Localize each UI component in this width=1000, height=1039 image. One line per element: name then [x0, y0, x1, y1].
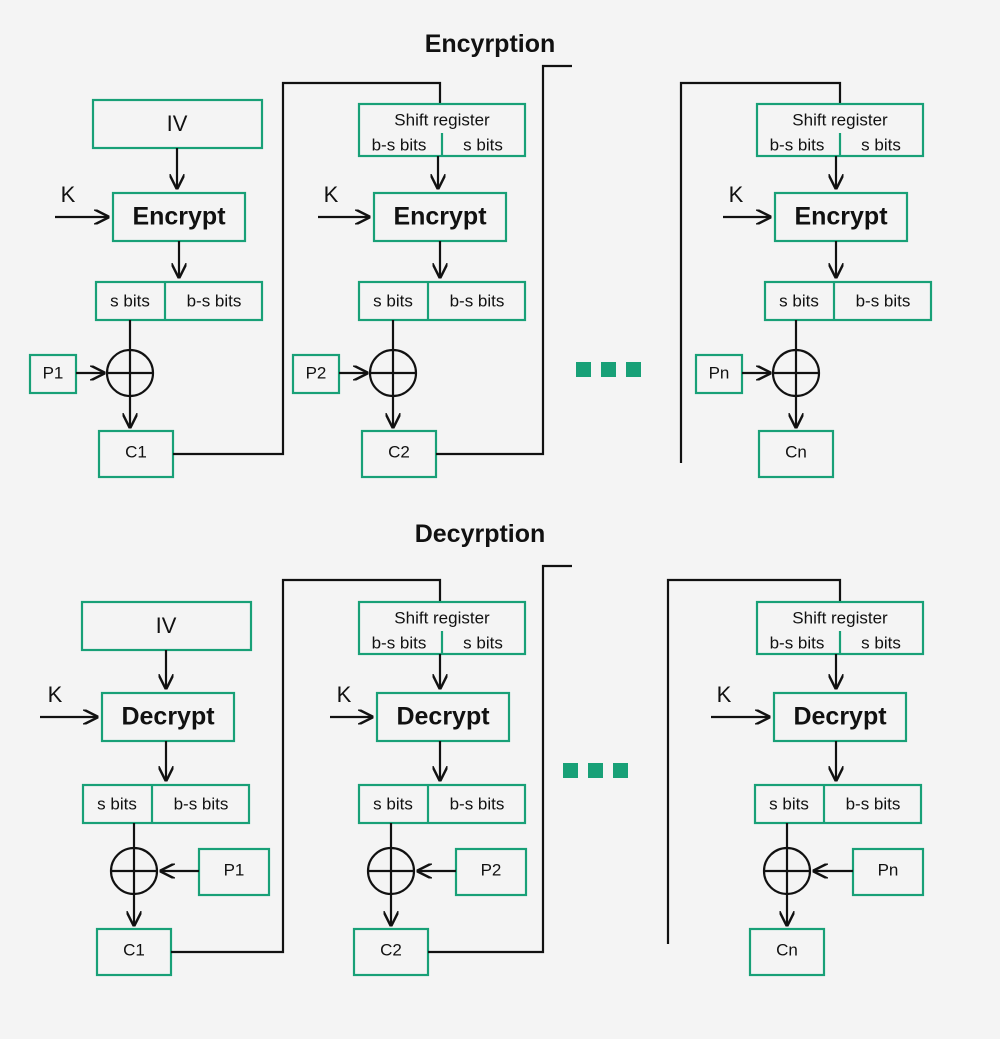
ellipsis-square-enc-1: [576, 362, 591, 377]
cipher-box-dec-n: [748, 927, 826, 977]
key-label-dec-2: K: [337, 682, 352, 707]
feedback-wire-enc-in-n: [679, 81, 842, 463]
shift-right-label-enc-2: s bits: [463, 135, 503, 154]
ellipsis-square-enc-3: [626, 362, 641, 377]
out-box-dec-2: [357, 783, 527, 825]
out-right-label-enc-1: b-s bits: [187, 291, 242, 310]
plaintext-label-dec-n: Pn: [878, 860, 899, 879]
shift-left-label-enc-2: b-s bits: [372, 135, 427, 154]
key-label-enc-n: K: [729, 182, 744, 207]
shift-right-label-dec-n: s bits: [861, 633, 901, 652]
decrypt-label-n: Decrypt: [793, 703, 887, 731]
out-left-label-dec-1: s bits: [97, 794, 137, 813]
shift-left-label-dec-2: b-s bits: [372, 633, 427, 652]
cipher-box-dec-2: [352, 927, 430, 977]
shift-register-title-enc-2: Shift register: [394, 110, 490, 129]
ellipsis-square-enc-2: [601, 362, 616, 377]
plaintext-box-enc-n: [694, 353, 744, 395]
encrypt-box-2: [372, 191, 508, 243]
decrypt-box-n: [772, 691, 908, 743]
out-box-enc-1: [94, 280, 264, 322]
plaintext-label-dec-2: P2: [481, 860, 502, 879]
out-left-label-dec-2: s bits: [373, 794, 413, 813]
iv-label-enc: IV: [167, 111, 188, 136]
shift-register-title-dec-n: Shift register: [792, 608, 888, 627]
dec-col-2: Shift register b-s bits s bits Decrypt K…: [330, 564, 572, 977]
dec-col-n: Shift register b-s bits s bits Decrypt K…: [666, 578, 925, 977]
enc-col-2: Shift register b-s bits s bits Encrypt K…: [291, 64, 572, 479]
shift-right-label-dec-2: s bits: [463, 633, 503, 652]
shift-left-label-enc-n: b-s bits: [770, 135, 825, 154]
feedback-wire-dec-in-n: [666, 578, 842, 944]
out-right-label-enc-n: b-s bits: [856, 291, 911, 310]
plaintext-label-enc-1: P1: [43, 363, 64, 382]
out-right-label-enc-2: b-s bits: [450, 291, 505, 310]
decrypt-label-1: Decrypt: [121, 703, 215, 731]
shift-right-label-enc-n: s bits: [861, 135, 901, 154]
decrypt-label-2: Decrypt: [396, 703, 490, 731]
out-right-label-dec-2: b-s bits: [450, 794, 505, 813]
out-box-enc-2: [357, 280, 527, 322]
iv-box-enc: [91, 98, 264, 150]
key-label-enc-1: K: [61, 182, 76, 207]
feedback-wire-enc-1: [173, 81, 442, 456]
feedback-wire-dec-2: [428, 564, 572, 954]
iv-label-dec: IV: [156, 613, 177, 638]
iv-box-dec: [80, 600, 253, 652]
feedback-wire-dec-1: [171, 578, 442, 954]
out-left-label-enc-1: s bits: [110, 291, 150, 310]
ellipsis-square-dec-2: [588, 763, 603, 778]
cipher-box-enc-1: [97, 429, 175, 479]
out-left-label-enc-2: s bits: [373, 291, 413, 310]
decryption-title: Decyrption: [415, 520, 546, 548]
out-box-enc-n: [763, 280, 933, 322]
decrypt-box-1: [100, 691, 236, 743]
enc-col-1: IV Encrypt K s bits b-s bits P1 C1: [28, 81, 442, 479]
cipher-label-dec-n: Cn: [776, 940, 798, 959]
ellipsis-square-dec-3: [613, 763, 628, 778]
plaintext-box-dec-n: [851, 847, 925, 897]
cipher-label-dec-1: C1: [123, 940, 145, 959]
out-box-dec-1: [81, 783, 251, 825]
encrypt-label-n: Encrypt: [794, 203, 888, 231]
plaintext-label-dec-1: P1: [224, 860, 245, 879]
out-left-label-dec-n: s bits: [769, 794, 809, 813]
out-right-label-dec-1: b-s bits: [174, 794, 229, 813]
out-left-label-enc-n: s bits: [779, 291, 819, 310]
cipher-label-enc-2: C2: [388, 442, 410, 461]
encrypt-label-1: Encrypt: [132, 203, 226, 231]
out-right-label-dec-n: b-s bits: [846, 794, 901, 813]
dec-col-1: IV Decrypt K s bits b-s bits P1 C1: [40, 578, 442, 977]
cipher-label-enc-1: C1: [125, 442, 147, 461]
cipher-label-enc-n: Cn: [785, 442, 807, 461]
encryption-ellipsis: [576, 362, 641, 377]
plaintext-box-dec-2: [454, 847, 528, 897]
shift-register-title-enc-n: Shift register: [792, 110, 888, 129]
key-label-dec-n: K: [717, 682, 732, 707]
encrypt-box-n: [773, 191, 909, 243]
encrypt-box-1: [111, 191, 247, 243]
plaintext-label-enc-2: P2: [306, 363, 327, 382]
ellipsis-square-dec-1: [563, 763, 578, 778]
cipher-label-dec-2: C2: [380, 940, 402, 959]
enc-col-n: Shift register b-s bits s bits Encrypt K…: [679, 81, 933, 479]
plaintext-label-enc-n: Pn: [709, 363, 730, 382]
key-label-enc-2: K: [324, 182, 339, 207]
plaintext-box-enc-2: [291, 353, 341, 395]
decryption-ellipsis: [563, 763, 628, 778]
shift-register-title-dec-2: Shift register: [394, 608, 490, 627]
shift-left-label-dec-n: b-s bits: [770, 633, 825, 652]
decrypt-box-2: [375, 691, 511, 743]
feedback-wire-enc-2: [436, 64, 572, 456]
encryption-title: Encyrption: [425, 30, 556, 58]
encrypt-label-2: Encrypt: [393, 203, 487, 231]
key-label-dec-1: K: [48, 682, 63, 707]
cipher-box-enc-n: [757, 429, 835, 479]
out-box-dec-n: [753, 783, 923, 825]
